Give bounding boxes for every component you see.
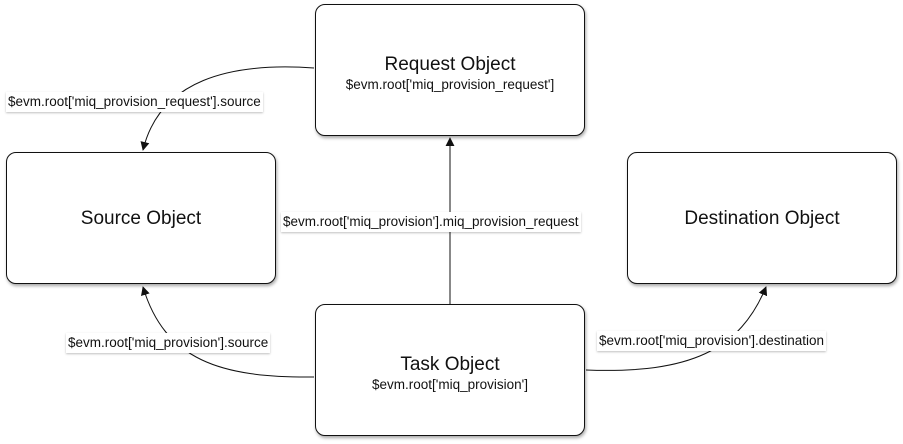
source-object-node: Source Object <box>6 152 276 284</box>
edge-label-request-to-source: $evm.root['miq_provision_request'].sourc… <box>6 92 263 112</box>
task-object-title: Task Object <box>400 354 500 375</box>
request-object-subtitle: $evm.root['miq_provision_request'] <box>345 77 555 92</box>
connector-task-to-destination <box>585 286 768 371</box>
request-object-node: Request Object $evm.root['miq_provision_… <box>315 4 585 136</box>
destination-object-node: Destination Object <box>627 152 897 284</box>
connector-request-to-source <box>140 66 315 151</box>
request-object-title: Request Object <box>384 54 516 75</box>
connector-task-to-source <box>141 286 315 378</box>
task-object-subtitle: $evm.root['miq_provision'] <box>372 377 528 392</box>
edge-label-task-to-request: $evm.root['miq_provision'].miq_provision… <box>281 212 581 232</box>
destination-object-title: Destination Object <box>684 207 840 229</box>
edge-label-task-to-source: $evm.root['miq_provision'].source <box>66 333 271 353</box>
task-object-node: Task Object $evm.root['miq_provision'] <box>315 304 585 436</box>
source-object-title: Source Object <box>80 207 202 229</box>
edge-label-task-to-destination: $evm.root['miq_provision'].destination <box>597 331 827 351</box>
